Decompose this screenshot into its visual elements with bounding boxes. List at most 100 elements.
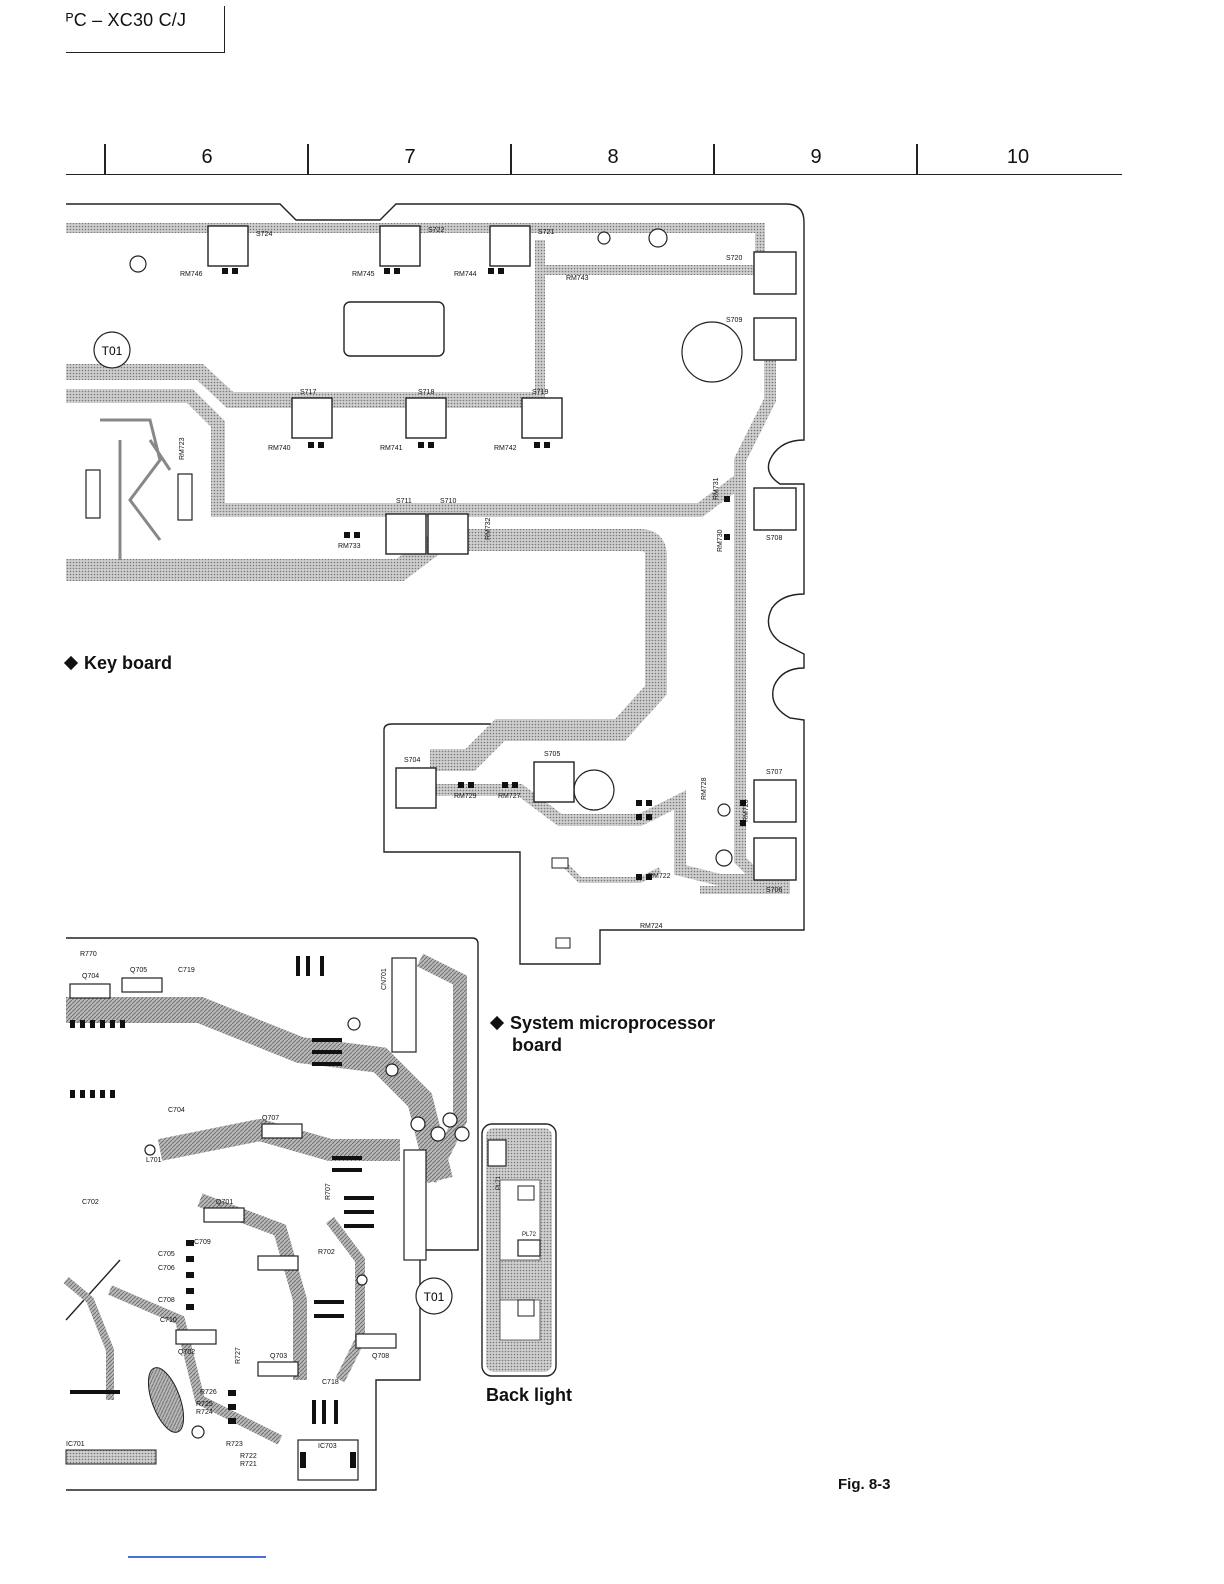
ruler-tick [713, 144, 715, 174]
switch-s717 [291, 397, 333, 439]
label-t01-system: T01 [424, 1290, 445, 1304]
label-s720: S720 [726, 255, 742, 262]
lamp-pl71 [487, 1139, 507, 1167]
bottom-edge-connector [65, 1449, 157, 1465]
label-rm731: RM731 [713, 477, 720, 500]
ruler-tick [104, 144, 106, 174]
system-board-title-line1: System microprocessor [510, 1013, 716, 1033]
switch-s709 [753, 317, 797, 361]
switch-s711 [385, 513, 427, 555]
mounting-hole [648, 228, 668, 248]
label-s705: S705 [544, 751, 560, 758]
label-rm744: RM744 [454, 271, 477, 278]
via-ring [430, 1126, 446, 1142]
switch-s706 [753, 837, 797, 881]
key-board-outline [66, 203, 805, 965]
ruler-column-7: 7 [404, 146, 416, 168]
label-q707: Q707 [262, 1115, 279, 1122]
t01-marker [93, 331, 131, 369]
transistor-q703 [257, 1361, 299, 1377]
label-c702: C702 [82, 1199, 99, 1206]
label-r726: R726 [200, 1389, 217, 1396]
transistor-q702 [175, 1329, 217, 1345]
via-ring [347, 1017, 361, 1031]
t01-marker-system [415, 1277, 453, 1315]
label-t01-key: T01 [102, 344, 123, 358]
label-s724: S724 [256, 231, 272, 238]
label-c709: C709 [194, 1239, 211, 1246]
transistor-q701 [203, 1207, 245, 1223]
lamp-pad-lower [517, 1299, 535, 1317]
label-rm745: RM745 [352, 271, 375, 278]
transistor-q704 [69, 983, 111, 999]
label-q702: Q702 [178, 1349, 195, 1356]
label-rm733: RM733 [338, 543, 361, 550]
crystal-blob [147, 1367, 185, 1433]
label-l701: L701 [146, 1157, 162, 1164]
left-pad-a [85, 469, 101, 519]
label-s706: S706 [766, 887, 782, 894]
large-hole [681, 321, 743, 383]
micro-ic701-edge [63, 1276, 114, 1400]
switch-s704 [395, 767, 437, 809]
label-ic701: IC701 [66, 1441, 85, 1448]
switch-s721 [489, 225, 531, 267]
mounting-hole [129, 255, 147, 273]
ruler-column-10: 10 [1006, 146, 1030, 168]
transistor-q706 [257, 1255, 299, 1271]
mounting-hole [597, 231, 611, 245]
back-light-pcb: PL71 PL72 [481, 1123, 557, 1377]
label-q701: Q701 [216, 1199, 233, 1206]
label-s722: S722 [428, 227, 444, 234]
label-s707: S707 [766, 769, 782, 776]
label-pl72: PL72 [522, 1232, 537, 1238]
label-r721: R721 [240, 1461, 257, 1468]
label-c705: C705 [158, 1251, 175, 1258]
label-rm742: RM742 [494, 445, 517, 452]
diamond-bullet-icon [63, 655, 79, 671]
label-rm729: RM729 [454, 793, 477, 800]
label-r727: R727 [235, 1347, 242, 1364]
lamp-pad-upper [517, 1185, 535, 1201]
label-s709: S709 [726, 317, 742, 324]
display-window [343, 301, 445, 357]
connector-cn701 [391, 957, 417, 1053]
micro-trace-bundle-f [326, 1217, 365, 1383]
label-r707: R707 [325, 1183, 332, 1200]
via-ring [356, 1274, 368, 1286]
label-r724: R724 [196, 1409, 213, 1416]
key-board-pcb: S724 S722 S721 S720 S709 S717 S718 S719 … [66, 203, 805, 965]
switch-s724 [207, 225, 249, 267]
switch-s720 [753, 251, 797, 295]
label-r770: R770 [80, 951, 97, 958]
key-board-title: Key board [84, 653, 173, 673]
small-pad [555, 937, 571, 949]
ruler-column-6: 6 [201, 146, 213, 168]
label-s721: S721 [538, 229, 554, 236]
label-s717: S717 [300, 389, 316, 396]
label-rm730: RM730 [717, 529, 724, 552]
via-ring [191, 1425, 205, 1439]
model-number: ᴾC – XC30 C/J [66, 10, 187, 30]
label-s719: S719 [532, 389, 548, 396]
switch-s708 [753, 487, 797, 531]
label-rm732: RM732 [485, 517, 492, 540]
label-rm741: RM741 [380, 445, 403, 452]
column-ruler: 6 7 8 9 10 [66, 140, 1122, 175]
system-board-outline [66, 937, 479, 1491]
trace-lower-bus [66, 529, 667, 771]
label-rm728: RM728 [701, 777, 708, 800]
via-ring [454, 1126, 470, 1142]
switch-s707 [753, 779, 797, 823]
model-box [66, 6, 225, 53]
label-q705: Q705 [130, 967, 147, 974]
transistor-q708 [355, 1333, 397, 1349]
label-rm740: RM740 [268, 445, 291, 452]
label-c710: C710 [160, 1317, 177, 1324]
diamond-bullet-icon [489, 1015, 505, 1031]
label-ic703: IC703 [318, 1443, 337, 1450]
via-ring [144, 1144, 156, 1156]
via-ring [442, 1112, 458, 1128]
trace-mid-bus [66, 364, 540, 408]
